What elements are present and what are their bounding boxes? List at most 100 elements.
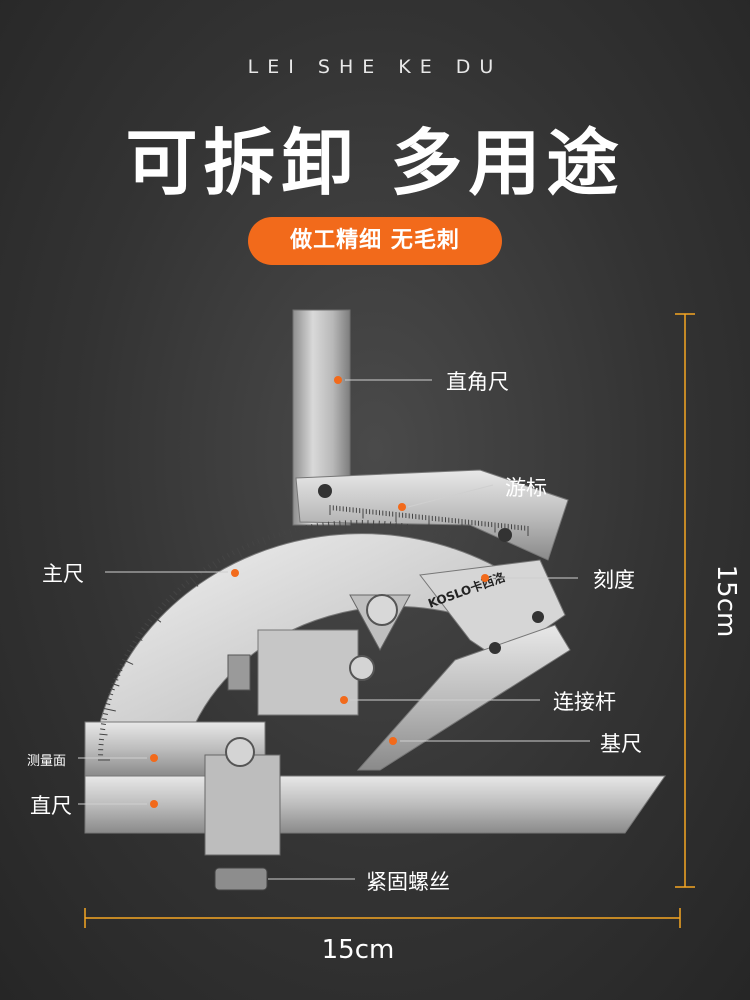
- main-scale-tick: [246, 543, 250, 549]
- vernier-ticks: [329, 505, 529, 536]
- straight-ruler-blade: [84, 775, 666, 834]
- header-title: 可拆卸 多用途: [125, 121, 625, 205]
- clamp-block: [204, 754, 281, 856]
- main-scale-tick: [217, 558, 221, 564]
- clamp-knob-top: [225, 737, 255, 767]
- main-scale-tick: [129, 644, 135, 649]
- wedge-screw-2: [489, 642, 501, 654]
- wedge-screw-1: [532, 611, 544, 623]
- dimension-height-label: 15cm: [711, 564, 741, 638]
- main-scale-tick: [119, 663, 125, 667]
- main-scale-tick: [109, 687, 115, 691]
- main-scale-tick: [135, 635, 143, 641]
- main-scale-tick: [438, 531, 441, 537]
- dimension-right: [675, 313, 695, 888]
- main-scale-tick: [344, 520, 347, 533]
- main-scale-tick: [427, 528, 431, 537]
- side-screw: [227, 654, 251, 691]
- vernier-screw-2: [498, 528, 512, 542]
- dot-measuring-surface: [150, 754, 158, 762]
- locking-screw-head: [214, 867, 268, 891]
- header-subtitle: LEI SHE KE DU: [247, 56, 503, 78]
- main-scale-tick: [406, 523, 408, 529]
- main-scale-tick: [305, 524, 308, 531]
- main-scale-tick: [177, 587, 182, 592]
- main-scale-tick: [251, 541, 255, 546]
- main-scale-tick: [117, 668, 123, 672]
- main-scale-tick: [289, 528, 294, 541]
- label-straight-ruler: 直尺: [30, 794, 72, 818]
- main-scale-tick: [181, 583, 186, 589]
- dot-vernier: [398, 503, 406, 511]
- main-scale-tick: [121, 658, 134, 665]
- dot-connecting-rod: [340, 696, 348, 704]
- dot-straight-ruler: [150, 800, 158, 808]
- dot-main-scale: [231, 569, 239, 577]
- main-scale-tick: [105, 702, 111, 706]
- main-scale-tick: [102, 713, 108, 715]
- main-scale-tick: [221, 555, 226, 561]
- main-scale-tick: [443, 533, 447, 539]
- triangle-knob: [366, 594, 398, 626]
- main-scale-tick: [236, 547, 244, 559]
- feature-badge: 做工精细 无毛刺: [248, 217, 502, 265]
- label-base-ruler: 基尺: [600, 732, 642, 756]
- main-scale-tick: [333, 521, 336, 527]
- main-scale-tick: [226, 552, 231, 558]
- main-scale-tick: [322, 522, 324, 528]
- main-scale-tick: [106, 697, 112, 701]
- main-scale-tick: [194, 573, 199, 579]
- main-scale-tick: [316, 523, 319, 532]
- main-scale-tick: [132, 640, 138, 644]
- main-scale-tick: [154, 610, 160, 615]
- label-right-angle-ruler: 直角尺: [446, 370, 509, 394]
- main-scale-tick: [165, 598, 170, 603]
- main-scale-tick: [144, 622, 150, 627]
- main-scale-tick: [283, 530, 286, 536]
- label-connecting-rod: 连接杆: [553, 690, 616, 714]
- callout-dots: [150, 376, 489, 808]
- main-scale-tick: [173, 591, 178, 596]
- main-scale-tick: [241, 545, 245, 551]
- main-scale-tick: [411, 524, 414, 531]
- main-scale-tick: [98, 738, 105, 741]
- main-scale-tick: [115, 673, 121, 676]
- main-scale-tick: [161, 602, 167, 607]
- main-scale-tick: [198, 570, 203, 575]
- main-scale-tick: [272, 533, 276, 539]
- main-scale-tick: [150, 614, 162, 623]
- main-scale-tick: [207, 564, 212, 569]
- label-vernier: 游标: [505, 476, 547, 500]
- main-scale-tick: [262, 537, 267, 545]
- main-scale-tick: [103, 708, 116, 712]
- dot-graduation: [481, 574, 489, 582]
- main-scale-tick: [108, 692, 114, 696]
- dot-right-angle-ruler: [334, 376, 342, 384]
- label-locking-screw: 紧固螺丝: [366, 870, 450, 894]
- main-scale-tick: [399, 523, 403, 535]
- main-scale-tick: [231, 550, 235, 556]
- dimension-bottom: [84, 908, 681, 928]
- main-scale-tick: [417, 525, 420, 532]
- main-scale-tick: [212, 561, 218, 569]
- main-scale-tick: [203, 567, 207, 572]
- main-scale-tick: [294, 527, 297, 533]
- main-scale-tick: [384, 521, 386, 527]
- main-scale-tick: [278, 531, 281, 537]
- vernier-screw-1: [318, 484, 332, 498]
- main-scale-tick: [126, 649, 132, 653]
- main-scale-tick: [100, 728, 106, 731]
- main-scale-tick: [141, 627, 146, 631]
- main-scale-tick: [100, 723, 106, 725]
- main-scale-tick: [267, 535, 271, 541]
- main-scale-tick: [433, 529, 436, 535]
- connecting-rod-knob: [349, 655, 375, 681]
- main-scale-tick: [300, 526, 303, 532]
- main-scale-tick: [451, 536, 457, 549]
- main-scale-tick: [111, 682, 120, 687]
- main-scale-tick: [147, 618, 153, 623]
- dot-base-ruler: [389, 737, 397, 745]
- main-scale-tick: [327, 521, 330, 527]
- main-scale-tick: [138, 631, 143, 636]
